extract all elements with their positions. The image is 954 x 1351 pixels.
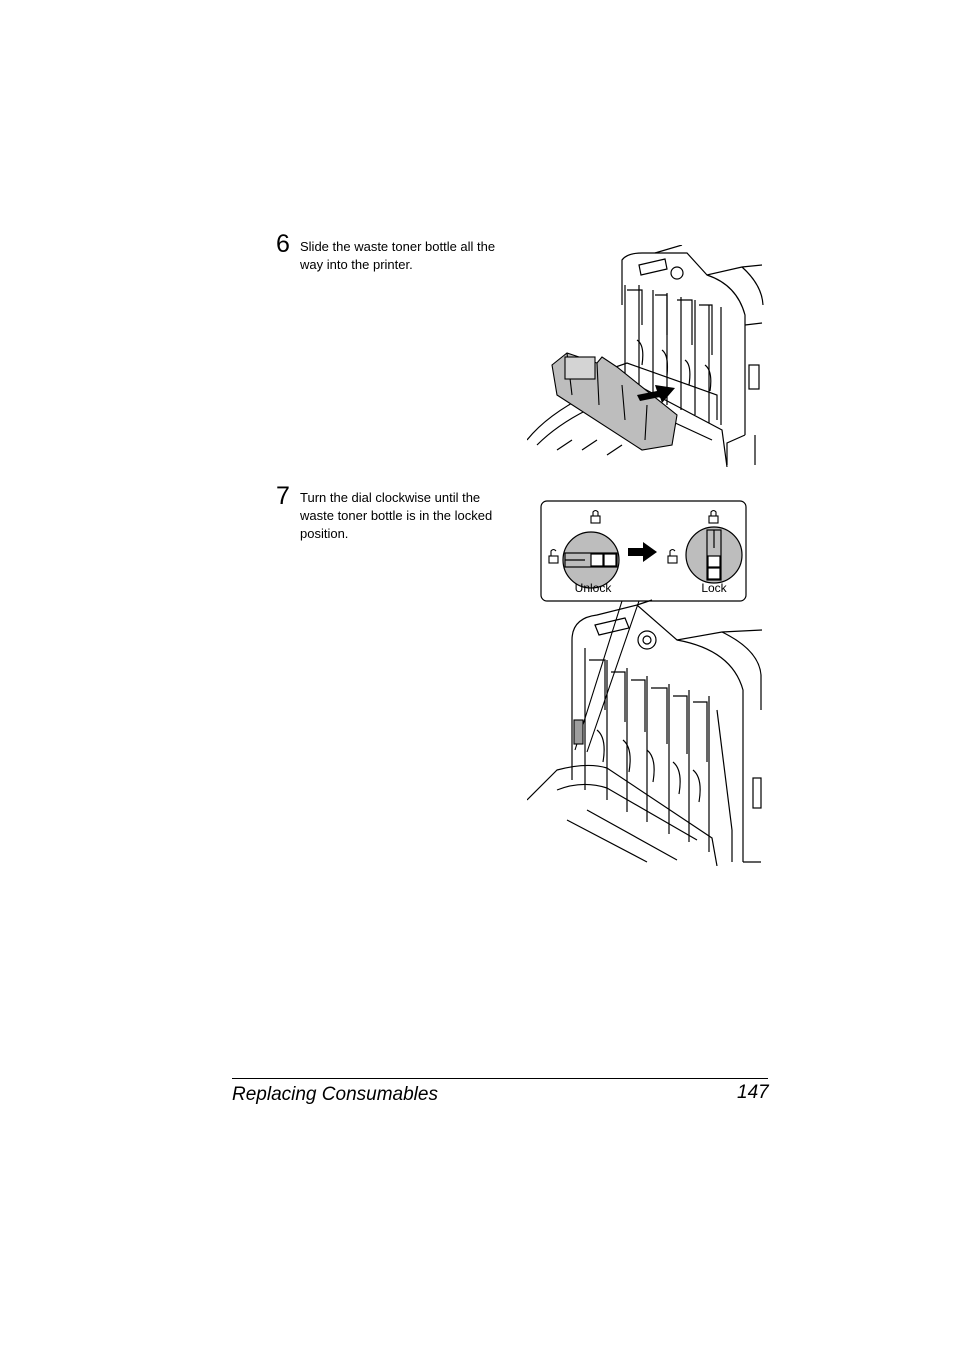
step-7-text: Turn the dial clockwise until the waste … — [300, 490, 493, 541]
unlock-icon — [548, 548, 559, 564]
unlock-icon — [667, 548, 678, 564]
step-7-number: 7 — [276, 482, 290, 510]
insert-arrow-icon — [637, 385, 675, 403]
footer-divider — [232, 1078, 768, 1079]
lock-icon — [590, 509, 601, 524]
dial-lock-illustration: Unlock Lock — [527, 500, 763, 866]
unlock-label: Unlock — [575, 581, 613, 595]
step-6-text: Slide the waste toner bottle all the way… — [300, 239, 496, 272]
lock-label: Lock — [701, 581, 727, 595]
turn-arrow-icon — [628, 542, 657, 562]
lock-icon — [708, 509, 719, 524]
footer-section-title: Replacing Consumables — [232, 1084, 438, 1105]
lock-dial — [685, 526, 743, 584]
page-number: 147 — [737, 1082, 769, 1103]
step-6-number: 6 — [276, 230, 290, 258]
waste-toner-insert-illustration — [527, 245, 764, 467]
unlock-dial — [562, 531, 620, 589]
